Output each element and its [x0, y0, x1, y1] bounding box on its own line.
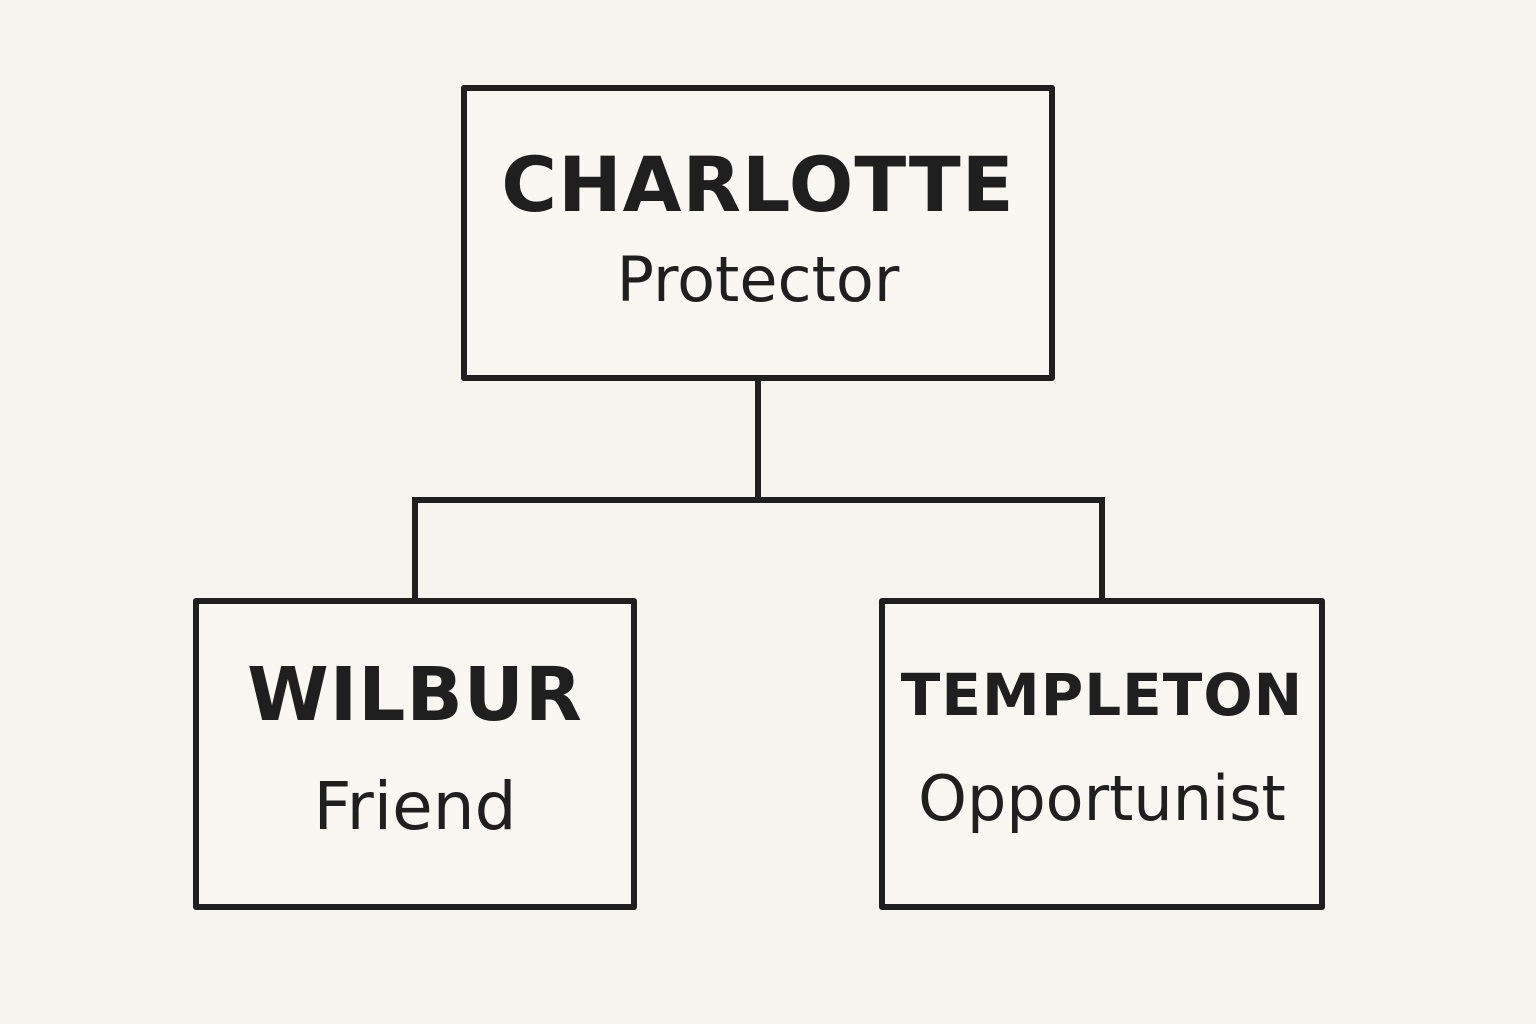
node-charlotte-role: Protector — [616, 243, 900, 316]
node-templeton-name: TEMPLETON — [900, 661, 1304, 729]
node-wilbur: WILBUR Friend — [193, 598, 637, 910]
node-templeton-role: Opportunist — [918, 762, 1286, 835]
node-charlotte: CHARLOTTE Protector — [461, 85, 1055, 381]
node-templeton: TEMPLETON Opportunist — [879, 598, 1325, 910]
node-charlotte-name: CHARLOTTE — [501, 140, 1015, 229]
node-wilbur-name: WILBUR — [247, 652, 583, 738]
node-wilbur-role: Friend — [313, 768, 517, 845]
